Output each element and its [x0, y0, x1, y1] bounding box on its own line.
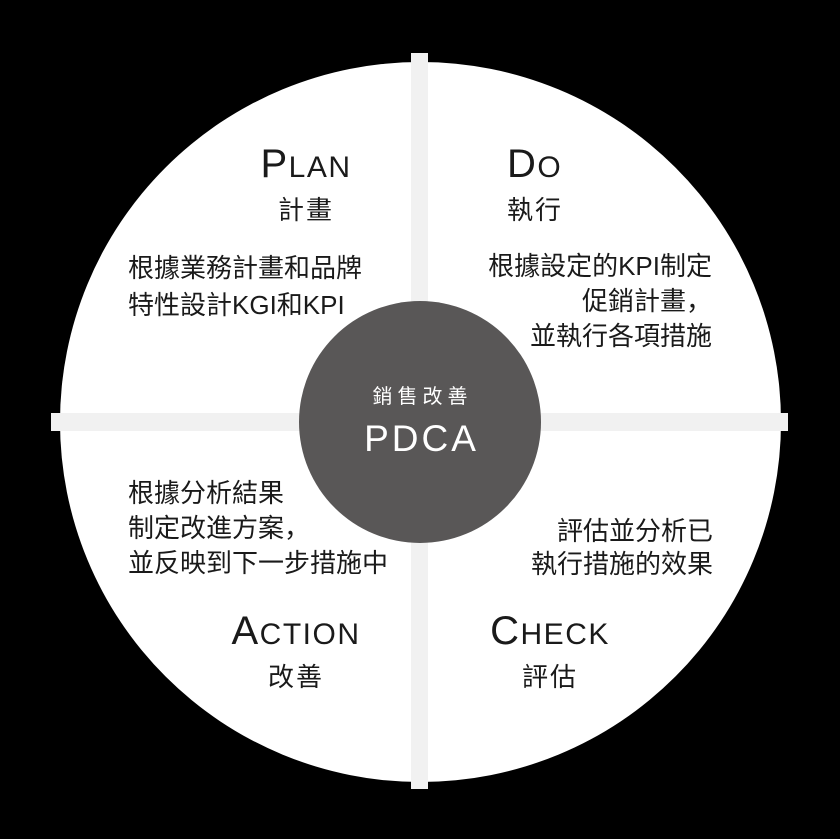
action-description-line: 並反映到下一步措施中 — [128, 548, 389, 578]
center-hub-circle: 銷售改善 PDCA — [299, 301, 541, 543]
check-title: CHECK — [490, 609, 610, 653]
check-description: 評估並分析已 執行措施的效果 — [531, 515, 713, 581]
do-description-line: 根據設定的KPI制定 — [488, 251, 712, 281]
plan-description: 根據業務計畫和品牌 特性設計KGI和KPI — [128, 250, 362, 324]
do-title: DO — [507, 142, 563, 186]
quadrant-do-heading: DO 執行 — [507, 142, 564, 225]
check-description-line: 執行措施的效果 — [530, 549, 713, 579]
quadrant-plan-heading: PLAN 計畫 — [186, 142, 426, 225]
do-subtitle: 執行 — [507, 195, 564, 225]
action-subtitle: 改善 — [267, 662, 324, 692]
do-description-line: 促銷計畫， — [581, 286, 712, 316]
check-subtitle: 評估 — [521, 662, 578, 692]
do-description-line: 並執行各項措施 — [529, 321, 712, 351]
plan-description-line: 特性設計KGI和KPI — [128, 290, 345, 320]
action-description-line: 根據分析結果 — [128, 478, 285, 508]
hub-label: 銷售改善 — [372, 385, 473, 408]
hub-title: PDCA — [364, 417, 479, 459]
quadrant-action-heading: ACTION 改善 — [176, 609, 416, 692]
plan-description-line: 根據業務計畫和品牌 — [128, 253, 363, 283]
do-description: 根據設定的KPI制定 促銷計畫， 並執行各項措施 — [488, 249, 712, 354]
check-description-line: 評估並分析已 — [556, 516, 713, 546]
plan-title: PLAN — [260, 142, 352, 186]
plan-subtitle: 計畫 — [277, 195, 334, 225]
action-description-line: 制定改進方案， — [128, 513, 311, 543]
action-description: 根據分析結果 制定改進方案， 並反映到下一步措施中 — [128, 476, 388, 581]
action-title: ACTION — [231, 609, 361, 653]
quadrant-check-heading: CHECK 評估 — [430, 609, 670, 692]
